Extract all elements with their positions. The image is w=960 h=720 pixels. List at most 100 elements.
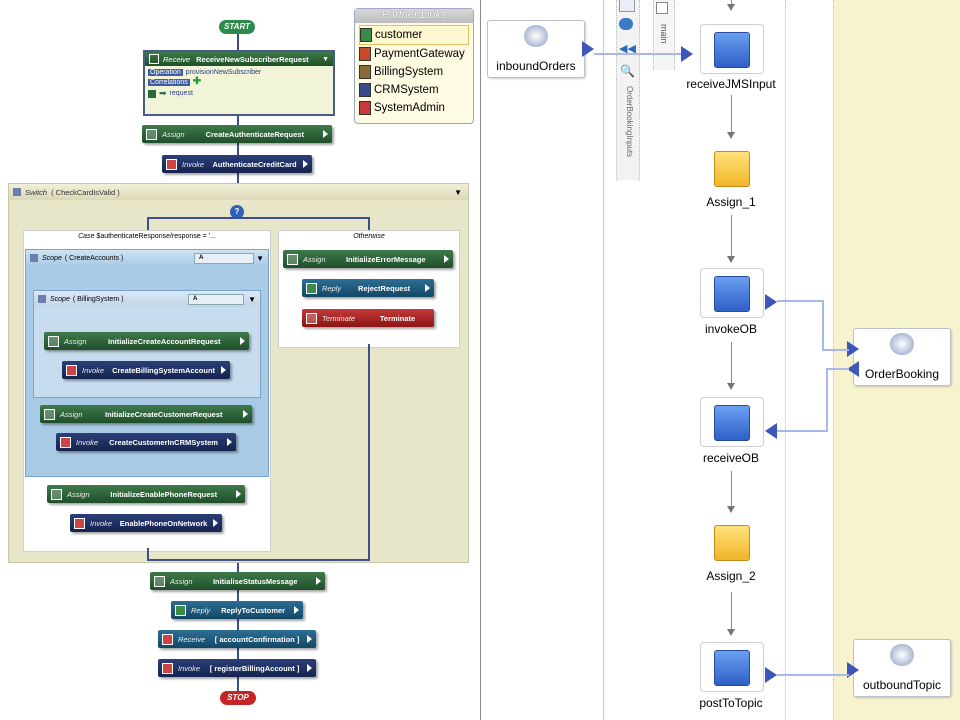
partner-link-name: PaymentGateway xyxy=(374,48,465,60)
start-node[interactable]: START xyxy=(219,20,255,34)
scope-icon xyxy=(30,254,38,262)
assign-activity[interactable]: Assign InitializeEnablePhoneRequest xyxy=(47,485,245,503)
plus-icon[interactable]: ✚ xyxy=(192,76,202,87)
invoke-icon xyxy=(74,517,85,529)
activity-name: RejectRequest xyxy=(358,283,411,293)
activity-kind: Assign xyxy=(60,409,83,419)
scope-toolbar[interactable]: A xyxy=(194,252,254,264)
receive-icon xyxy=(714,32,750,68)
partner-link-item[interactable]: CRMSystem xyxy=(359,81,469,99)
invoke-activity[interactable]: Invoke CreateCustomerInCRMSystem xyxy=(56,433,236,451)
invoke-activity[interactable]: Invoke CreateBillingSystemAccount xyxy=(62,361,230,379)
assign-activity[interactable]: Assign InitializeErrorMessage xyxy=(283,250,453,268)
chevron-down-icon[interactable]: ▼ xyxy=(322,55,329,63)
port-icon[interactable] xyxy=(582,41,594,57)
receive-kind: Receive xyxy=(163,54,191,64)
timer-icon[interactable] xyxy=(619,18,633,30)
assign-icon xyxy=(51,488,62,500)
operation-value: provisionNewSubscriber xyxy=(185,69,262,76)
connector xyxy=(822,349,849,351)
node-post-to-topic[interactable] xyxy=(700,642,764,692)
reply-icon xyxy=(306,282,317,294)
partner-link-item[interactable]: BillingSystem xyxy=(359,63,469,81)
partner-link-icon xyxy=(360,28,372,42)
partner-link-item[interactable]: SystemAdmin xyxy=(359,99,469,117)
receive-activity-small[interactable]: Receive [ accountConfirmation ] xyxy=(158,630,316,648)
partner-link-icon xyxy=(359,83,371,97)
stop-node[interactable]: STOP xyxy=(220,691,256,705)
operation-label: Operation xyxy=(148,69,183,76)
assign-activity[interactable]: Assign CreateAuthenticateRequest xyxy=(142,125,332,143)
assign-icon xyxy=(714,151,750,187)
invoke-activity[interactable]: Invoke [ registerBillingAccount ] xyxy=(158,659,316,677)
activity-name: AuthenticateCreditCard xyxy=(212,159,297,169)
scope-toolbar[interactable]: A xyxy=(188,293,244,305)
port-icon[interactable] xyxy=(847,341,859,357)
branch-line xyxy=(147,217,149,231)
branch-line xyxy=(368,217,370,231)
invoke-activity[interactable]: Invoke AuthenticateCreditCard xyxy=(162,155,312,173)
side-toolbar xyxy=(616,0,640,180)
collapse-icon[interactable] xyxy=(656,2,668,14)
scope-label: Scope xyxy=(42,254,62,262)
node-label: receiveJMSInput xyxy=(686,77,776,91)
connector xyxy=(826,368,828,432)
partner-link-inbound-orders[interactable]: inboundOrders xyxy=(487,20,585,78)
activity-kind: Invoke xyxy=(90,518,113,528)
node-label: postToTopic xyxy=(699,696,763,710)
chevron-down-icon[interactable]: ▼ xyxy=(256,253,264,263)
reply-activity[interactable]: Reply RejectRequest xyxy=(302,279,434,297)
arrow-down-icon xyxy=(727,629,735,636)
side-label: OrderBookingInputs xyxy=(625,86,634,158)
partner-link-name: customer xyxy=(375,29,423,41)
chevron-down-icon[interactable]: ▼ xyxy=(248,294,256,304)
flow-arrow xyxy=(731,0,732,6)
activity-kind: Assign xyxy=(303,254,326,264)
receive-name: ReceiveNewSubscriberRequest xyxy=(196,54,309,64)
assign-activity[interactable]: Assign InitialiseStatusMessage xyxy=(150,572,325,590)
branch-line xyxy=(147,559,370,561)
node-invoke-ob[interactable] xyxy=(700,268,764,318)
port-icon[interactable] xyxy=(765,294,777,310)
activity-name: CreateAuthenticateRequest xyxy=(205,129,304,139)
node-assign-2[interactable] xyxy=(700,517,764,567)
port-icon[interactable] xyxy=(765,667,777,683)
reply-activity[interactable]: Reply ReplyToCustomer xyxy=(171,601,303,619)
flow-arrow xyxy=(731,592,732,630)
port-icon[interactable] xyxy=(765,423,777,439)
rewind-icon[interactable]: ◀◀ xyxy=(619,43,636,55)
node-receive-ob[interactable] xyxy=(700,397,764,447)
assign-activity[interactable]: Assign InitializeCreateCustomerRequest xyxy=(40,405,252,423)
terminate-activity[interactable]: Terminate Terminate xyxy=(302,309,434,327)
zoom-icon[interactable]: 🔍 xyxy=(620,64,635,78)
port-icon[interactable] xyxy=(847,662,859,678)
correlations-label: Correlations xyxy=(148,78,190,86)
partner-link-item[interactable]: customer xyxy=(359,25,469,45)
variable-value: request xyxy=(169,90,193,97)
port-icon[interactable] xyxy=(847,361,859,377)
invoke-icon xyxy=(60,436,71,448)
switch-branch-icon[interactable]: ? xyxy=(230,205,244,219)
activity-name: InitialiseStatusMessage xyxy=(212,576,298,586)
receive-activity[interactable]: Receive ReceiveNewSubscriberRequest ▼ Op… xyxy=(143,50,335,116)
toolbar-icon[interactable] xyxy=(619,0,635,12)
flow-arrow xyxy=(731,215,732,257)
expand-icon xyxy=(236,490,241,498)
connector xyxy=(822,300,824,350)
partner-link-outbound-topic[interactable]: outboundTopic xyxy=(853,639,951,697)
expand-icon xyxy=(227,438,232,446)
node-receive-jms-input[interactable] xyxy=(700,24,764,74)
partner-link-item[interactable]: PaymentGateway xyxy=(359,45,469,63)
chevron-down-icon[interactable]: ▼ xyxy=(454,187,462,197)
assign-activity[interactable]: Assign InitializeCreateAccountRequest xyxy=(44,332,249,350)
lane-label: main xyxy=(659,24,669,44)
partner-link-order-booking[interactable]: OrderBooking xyxy=(853,328,951,386)
node-label: invokeOB xyxy=(704,322,758,336)
port-icon[interactable] xyxy=(681,46,693,62)
activity-name: InitializeEnablePhoneRequest xyxy=(110,489,218,499)
gear-icon xyxy=(890,333,914,355)
activity-kind: Reply xyxy=(191,605,211,615)
activity-name: InitializeCreateAccountRequest xyxy=(107,336,221,346)
invoke-activity[interactable]: Invoke EnablePhoneOnNetwork xyxy=(70,514,222,532)
node-assign-1[interactable] xyxy=(700,143,764,193)
